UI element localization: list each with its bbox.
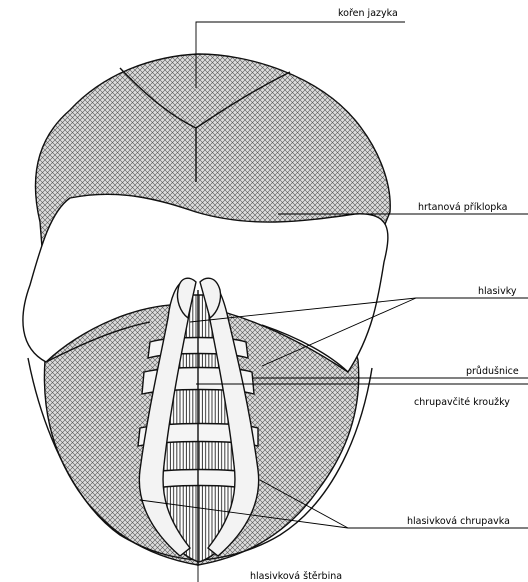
label-koren-jazyka: kořen jazyka: [338, 8, 398, 19]
label-prudusnice: průdušnice: [466, 366, 519, 377]
label-hlasivky: hlasivky: [478, 286, 517, 297]
label-hlasivkova-sterbina: hlasivková štěrbina: [250, 571, 342, 582]
label-hrtanova-priklopka: hrtanová příklopka: [418, 202, 508, 213]
label-hlasivkova-chrupavka: hlasivková chrupavka: [407, 516, 510, 527]
label-chrupavcite-krouzky: chrupavčité kroužky: [414, 397, 510, 408]
